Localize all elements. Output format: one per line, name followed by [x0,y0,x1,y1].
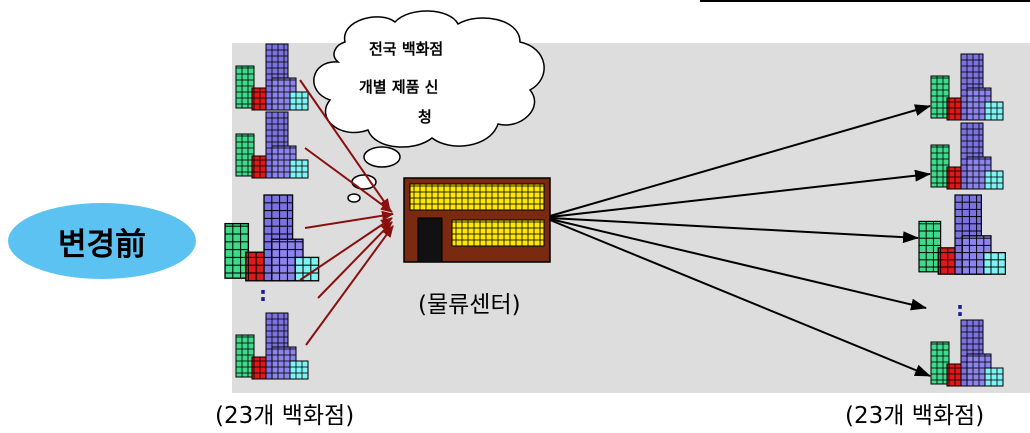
logistics-center-building [403,177,551,263]
outbound-arrows [549,104,931,377]
thought-cloud [313,10,545,203]
right-stores-label: (23개 백화점) [845,403,985,429]
inbound-arrows [299,79,394,346]
logistics-center-label: (물류센터) [418,292,521,318]
cloud-text-line-1: 전국 백화점 [369,40,444,58]
before-change-badge: 변경前 [8,203,196,279]
left-stores-label: (23개 백화점) [215,403,355,429]
right-ellipsis: : [956,297,964,321]
left-ellipsis: : [259,282,267,306]
cloud-text-line-2: 개별 제품 신 [359,78,439,96]
cloud-text-line-3: 청 [418,108,432,126]
